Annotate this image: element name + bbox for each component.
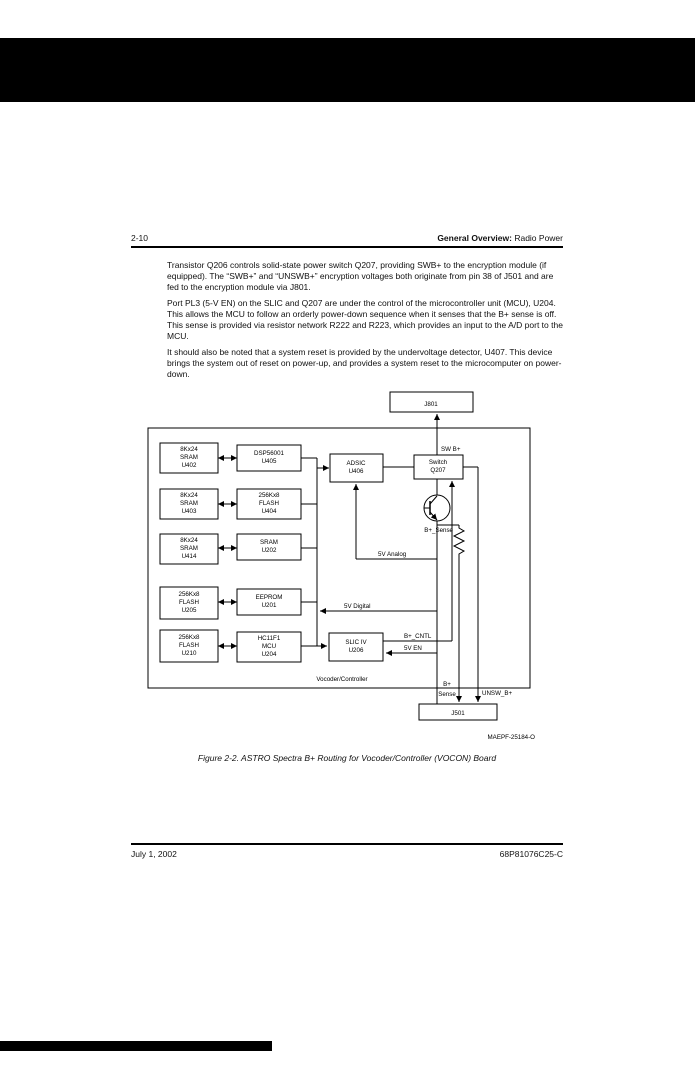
label-u404-2: FLASH <box>259 500 279 507</box>
paragraph-2: Port PL3 (5-V EN) on the SLIC and Q207 a… <box>167 298 563 341</box>
figure-diagram: J801 8Kx24 SRAM U402 8Kx24 SRAM U403 8Kx… <box>147 391 536 741</box>
label-u402-3: U402 <box>182 462 197 469</box>
label-u205-2: FLASH <box>179 599 199 606</box>
footer-date: July 1, 2002 <box>131 849 177 859</box>
label-u404-1: 256Kx8 <box>259 492 281 499</box>
label-switch-1: Switch <box>429 459 448 466</box>
transistor-symbol <box>423 494 451 522</box>
page-number: 2-10 <box>131 233 149 243</box>
label-u210-1: 256Kx8 <box>179 634 201 641</box>
label-u403-2: SRAM <box>180 500 198 507</box>
label-u204-2: MCU <box>262 643 276 650</box>
label-u404-3: U404 <box>262 508 277 515</box>
signal-b-sense-j501-line1: B+ <box>443 681 451 688</box>
board-label: Vocoder/Controller <box>316 676 367 683</box>
signal-5v-analog: 5V Analog <box>378 551 407 558</box>
block-dsp-u405 <box>236 444 302 472</box>
signal-unsw-b: UNSW_B+ <box>482 690 512 697</box>
label-u202-2: U202 <box>262 547 277 554</box>
label-u402-1: 8Kx24 <box>180 446 198 453</box>
block-sram-u414 <box>159 533 219 565</box>
block-switch-q207 <box>413 454 464 480</box>
drawing-number: MAEPF-25184-O <box>488 734 536 741</box>
label-j801: J801 <box>424 401 438 408</box>
label-adsic-1: ADSIC <box>347 460 366 467</box>
resistor-network <box>452 525 466 557</box>
block-sram-u202 <box>236 533 302 561</box>
label-u202-1: SRAM <box>260 539 278 546</box>
block-adsic-u406 <box>329 453 384 483</box>
label-u405-1: DSP56001 <box>254 450 284 457</box>
signal-b-sense-j501-line2: Sense <box>438 691 456 698</box>
label-u405-2: U405 <box>262 458 277 465</box>
section-title-rest: Radio Power <box>511 233 563 243</box>
label-u414-2: SRAM <box>180 545 198 552</box>
footer-rule <box>131 843 563 845</box>
label-u204-1: HC11F1 <box>258 635 281 642</box>
block-j801 <box>389 391 474 413</box>
label-u205-3: U205 <box>182 607 197 614</box>
signal-5v-digital: 5V Digital <box>344 603 370 610</box>
block-eeprom-u201 <box>236 588 302 616</box>
label-u205-1: 256Kx8 <box>179 591 201 598</box>
label-u210-3: U210 <box>182 650 197 657</box>
label-u402-2: SRAM <box>180 454 198 461</box>
block-sram-u403 <box>159 488 219 520</box>
signal-b-cntl: B+_CNTL <box>404 633 432 640</box>
paragraph-1: Transistor Q206 controls solid-state pow… <box>167 260 554 292</box>
block-flash-u205 <box>159 586 219 620</box>
scan-artifact-top-bar <box>0 38 695 102</box>
label-switch-2: Q207 <box>430 467 446 474</box>
block-mcu-u204 <box>236 631 302 663</box>
section-title: General Overview: Radio Power <box>437 233 563 243</box>
page-header: 2-10 General Overview: Radio Power <box>131 233 563 243</box>
label-u403-3: U403 <box>182 508 197 515</box>
label-j501: J501 <box>451 710 465 717</box>
body-text: Transistor Q206 controls solid-state pow… <box>167 260 563 385</box>
label-u204-3: U204 <box>262 651 277 658</box>
block-slic-u206 <box>328 632 384 662</box>
page-footer: July 1, 2002 68P81076C25-C <box>131 849 563 859</box>
figure-caption: Figure 2-2. ASTRO Spectra B+ Routing for… <box>197 753 497 763</box>
label-slic-1: SLIC IV <box>345 639 367 646</box>
label-adsic-2: U406 <box>349 468 364 475</box>
block-sram-u402 <box>159 442 219 474</box>
label-u201-2: U201 <box>262 602 277 609</box>
signal-sw-b: SW B+ <box>441 446 461 453</box>
label-u210-2: FLASH <box>179 642 199 649</box>
header-rule <box>131 246 563 248</box>
block-j501 <box>418 703 498 721</box>
label-u414-1: 8Kx24 <box>180 537 198 544</box>
signal-b-sense: B+_Sense <box>424 527 453 534</box>
diagram-wiring <box>218 414 481 704</box>
label-slic-2: U206 <box>349 647 364 654</box>
block-flash-u404 <box>236 488 302 520</box>
signal-5v-en: 5V EN <box>404 645 422 652</box>
block-flash-u210 <box>159 629 219 663</box>
label-u201-1: EEPROM <box>256 594 283 601</box>
footer-doc-number: 68P81076C25-C <box>499 849 563 859</box>
section-title-bold: General Overview: <box>437 233 512 243</box>
scan-artifact-bottom-bar <box>0 1041 272 1051</box>
label-u414-3: U414 <box>182 553 197 560</box>
vocoder-controller-board-outline <box>147 427 531 689</box>
label-u403-1: 8Kx24 <box>180 492 198 499</box>
paragraph-3: It should also be noted that a system re… <box>167 347 562 379</box>
